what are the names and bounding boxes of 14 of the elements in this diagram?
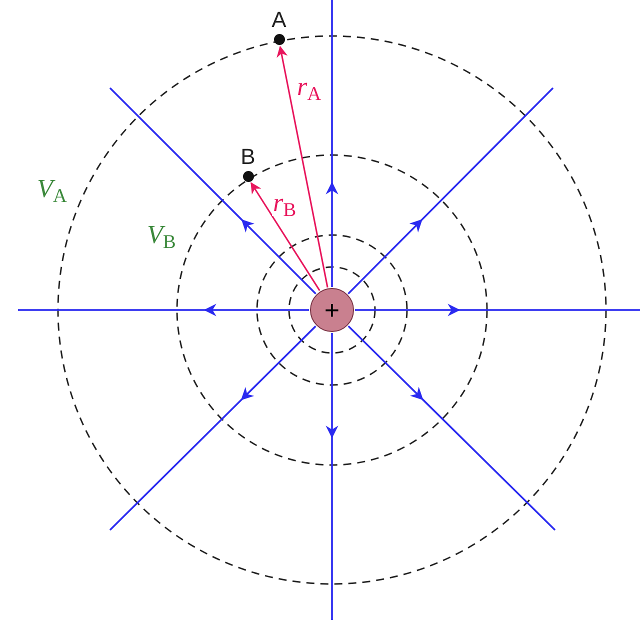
field-line: [204, 304, 309, 316]
radius-arrow: [276, 46, 328, 288]
charge-sign: +: [324, 297, 340, 323]
field-line: [348, 219, 422, 294]
field-line: [348, 326, 424, 400]
field-line: [326, 182, 338, 287]
field-line: [355, 304, 460, 316]
field-line: [241, 219, 316, 294]
point-charge: [310, 288, 354, 332]
radius-arrow: [250, 182, 320, 292]
point-label: A: [272, 9, 286, 31]
field-line: [326, 333, 338, 438]
field-line: [240, 326, 316, 400]
point-label: B: [240, 146, 256, 168]
